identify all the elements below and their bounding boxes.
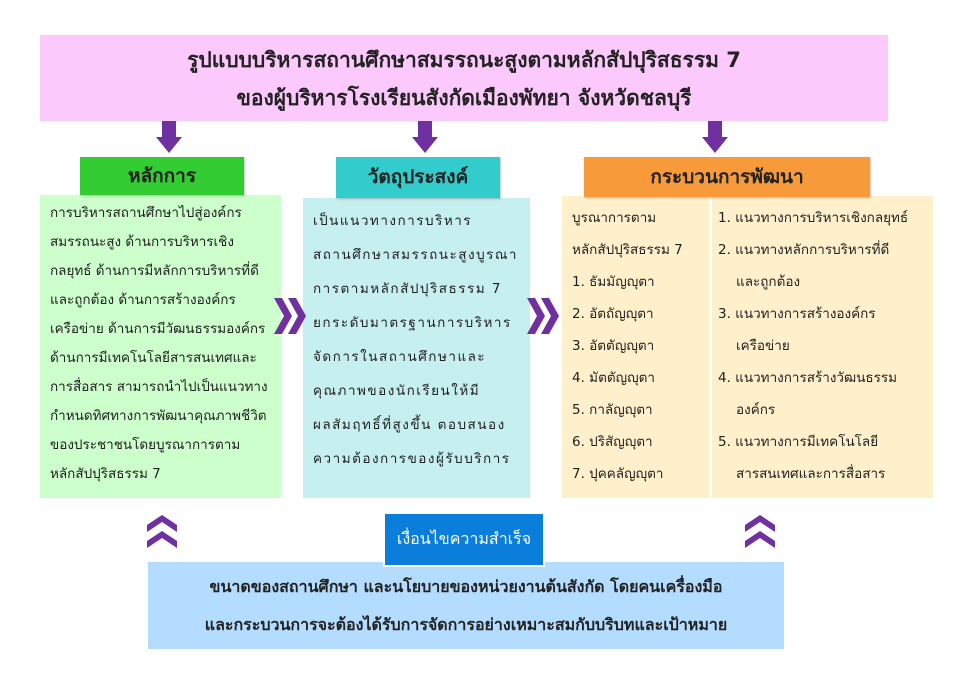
- process-left-line: 5. กาลัญญุตา: [572, 402, 653, 418]
- process-right-column: 1. แนวทางการบริหารเชิงกลยุทธ์ 2. แนวทางห…: [712, 196, 933, 498]
- principle-line: การบริหารสถานศึกษาไปสู่องค์กร: [50, 205, 242, 221]
- success-box: ขนาดของสถานศึกษา และนโยบายของหน่วยงานต้น…: [148, 562, 784, 649]
- process-left-line: 3. อัตตัญญุตา: [572, 338, 655, 354]
- process-left-line: 4. มัตตัญญุตา: [572, 370, 655, 386]
- arrow-down-icon: [156, 121, 182, 153]
- objective-line: เป็นแนวทางการบริหาร: [313, 213, 473, 229]
- objective-line: จัดการในสถานศึกษาและ: [313, 349, 487, 365]
- double-chevron-right-icon: [527, 298, 559, 334]
- principle-box: การบริหารสถานศึกษาไปสู่องค์กร สมรรถนะสูง…: [40, 195, 281, 498]
- objective-line: ยกระดับมาตรฐานการบริหาร: [313, 315, 512, 331]
- principle-line: กลยุทธ์ ด้านการมีหลักการบริหารที่ดี: [50, 263, 259, 279]
- double-chevron-up-icon: [147, 515, 177, 548]
- principle-line: หลักสัปปุริสธรรม 7: [50, 466, 161, 482]
- success-line-1: ขนาดของสถานศึกษา และนโยบายของหน่วยงานต้น…: [209, 577, 723, 596]
- column-divider: [709, 196, 712, 498]
- process-right-line: สารสนเทศและการสื่อสาร: [736, 466, 886, 482]
- process-right-line: เครือข่าย: [736, 338, 790, 354]
- objective-line: ความต้องการของผู้รับบริการ: [313, 451, 511, 467]
- arrow-down-icon: [702, 121, 728, 153]
- process-left-column: บูรณาการตาม หลักสัปปุริสธรรม 7 1. ธัมมัญ…: [562, 196, 709, 498]
- title-line-1: รูปแบบบริหารสถานศึกษาสมรรถนะสูงตามหลักสั…: [187, 48, 741, 72]
- process-right-line: 5. แนวทางการมีเทคโนโลยี: [718, 434, 879, 450]
- principle-line: สมรรถนะสูง ด้านการบริหารเชิง: [50, 234, 234, 250]
- process-header: กระบวนการพัฒนา: [584, 157, 870, 197]
- principle-line: การสื่อสาร สามารถนำไปเป็นแนวทาง: [50, 379, 268, 395]
- success-header: เงื่อนไขความสำเร็จ: [383, 512, 545, 567]
- process-left-line: 7. ปุคคลัญญุตา: [572, 466, 664, 482]
- process-left-line: บูรณาการตาม: [572, 210, 657, 226]
- title-line-2: ของผู้บริหารโรงเรียนสังกัดเมืองพัทยา จัง…: [236, 86, 692, 110]
- process-right-line: องค์กร: [736, 402, 776, 418]
- process-right-line: และถูกต้อง: [736, 274, 801, 290]
- objective-line: การตามหลักสัปปุริสธรรม 7: [313, 281, 502, 297]
- principle-line: ของประชาชนโดยบูรณาการตาม: [50, 437, 241, 453]
- process-left-line: หลักสัปปุริสธรรม 7: [572, 242, 683, 258]
- model-title: รูปแบบบริหารสถานศึกษาสมรรถนะสูงตามหลักสั…: [40, 35, 888, 121]
- process-right-line: 1. แนวทางการบริหารเชิงกลยุทธ์: [718, 210, 909, 226]
- principle-line: เครือข่าย ด้านการมีวัฒนธรรมองค์กร: [50, 321, 266, 337]
- arrow-down-icon: [412, 121, 438, 153]
- process-left-line: 2. อัตถัญญุตา: [572, 306, 654, 322]
- double-chevron-right-icon: [274, 298, 306, 334]
- process-right-line: 3. แนวทางการสร้างองค์กร: [718, 306, 876, 322]
- process-right-line: 2. แนวทางหลักการบริหารที่ดี: [718, 242, 890, 258]
- success-line-2: และกระบวนการจะต้องได้รับการจัดการอย่างเห…: [204, 615, 728, 634]
- objective-line: ผลสัมฤทธิ์ที่สูงขึ้น ตอบสนอง: [313, 417, 506, 433]
- process-left-line: 1. ธัมมัญญุตา: [572, 274, 655, 290]
- principle-line: และถูกต้อง ด้านการสร้างองค์กร: [50, 292, 236, 308]
- principle-line: กำหนดทิศทางการพัฒนาคุณภาพชีวิต: [50, 408, 267, 424]
- principle-header: หลักการ: [80, 157, 244, 195]
- process-right-line: 4. แนวทางการสร้างวัฒนธรรม: [718, 370, 898, 386]
- double-chevron-up-icon: [745, 515, 775, 548]
- objective-header: วัตถุประสงค์: [336, 157, 500, 198]
- principle-line: ด้านการมีเทคโนโลยีสารสนเทศและ: [50, 350, 257, 366]
- objective-box: เป็นแนวทางการบริหาร สถานศึกษาสมรรถนะสูงบ…: [303, 198, 530, 498]
- process-left-line: 6. ปริสัญญุตา: [572, 434, 653, 450]
- objective-line: สถานศึกษาสมรรถนะสูงบูรณา: [313, 247, 518, 263]
- objective-line: คุณภาพของนักเรียนให้มี: [313, 383, 481, 399]
- process-box: บูรณาการตาม หลักสัปปุริสธรรม 7 1. ธัมมัญ…: [562, 196, 933, 498]
